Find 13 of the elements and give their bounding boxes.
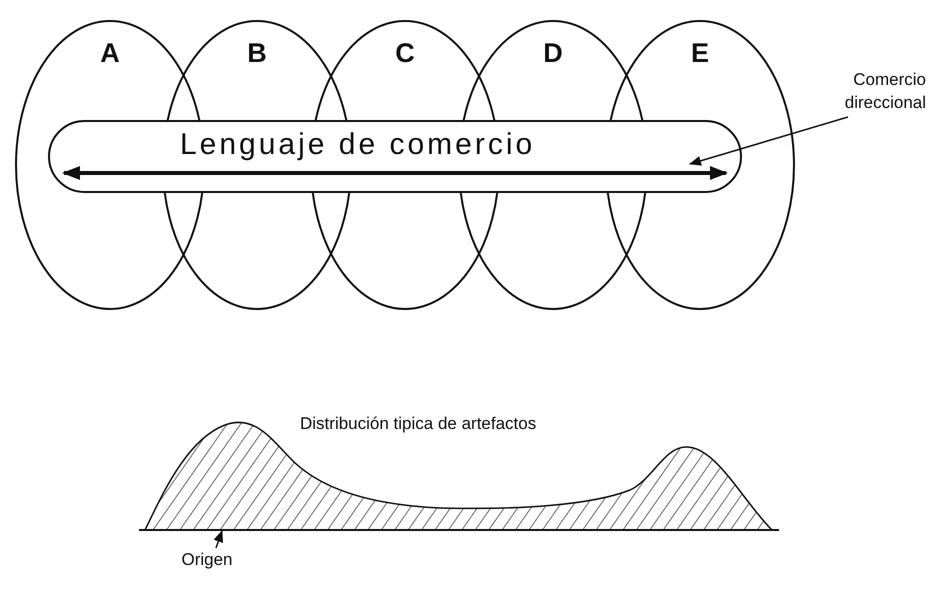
- region-letter: B: [246, 38, 268, 69]
- curve-title: Distribución tipica de artefactos: [300, 414, 536, 434]
- callout-text: Origen: [174, 548, 240, 572]
- region-letter: E: [690, 38, 710, 69]
- callout-text: Comercio direccional: [778, 68, 926, 118]
- ellipse-region: [605, 20, 795, 310]
- leader-arrow: [214, 530, 224, 548]
- double-arrow: [62, 163, 728, 183]
- region-letter: A: [99, 38, 121, 69]
- leader-arrow: [689, 116, 848, 166]
- region-letter: C: [394, 38, 416, 69]
- region-letter: D: [542, 38, 564, 69]
- band-title: Lenguaje de comercio: [180, 128, 536, 162]
